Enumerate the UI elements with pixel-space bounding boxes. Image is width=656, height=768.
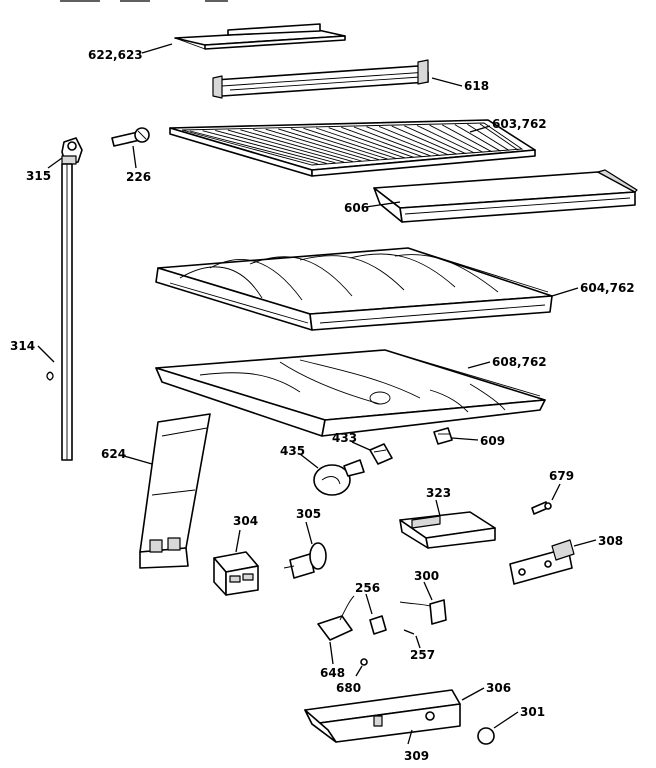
callout-604-762: 604,762 [580,281,635,295]
callout-301: 301 [520,705,545,719]
part-609-clip[interactable] [433,427,453,445]
callout-300: 300 [414,569,439,583]
part-624-bracket[interactable] [139,413,211,569]
shelf-wire [429,124,484,153]
part-306-control-housing[interactable] [304,689,461,743]
shelf-wire [366,126,440,156]
callout-257: 257 [410,648,435,662]
part-301-knob[interactable] [477,727,495,745]
callout-622-623: 622,623 [88,48,143,62]
callout-309: 309 [404,749,429,763]
callout-314: 314 [10,339,35,353]
callout-306: 306 [486,681,511,695]
part-314-rod[interactable] [61,163,73,461]
shelf-wire [479,123,519,151]
part-618-rail[interactable] [212,59,429,99]
shelf-wire [315,127,406,159]
callout-609: 609 [480,434,505,448]
shelf-wire [404,125,466,155]
callout-648: 648 [320,666,345,680]
shelf-wire [240,129,353,163]
callout-679: 679 [549,469,574,483]
part-603-762-wire-shelf[interactable] [169,119,536,177]
shelf-wire [441,124,493,153]
callout-624: 624 [101,447,126,461]
callout-305: 305 [296,507,321,521]
callout-304: 304 [233,514,258,528]
shelf-wire [215,129,336,164]
callout-435: 435 [280,444,305,458]
shelf-wire [467,123,510,151]
shelf-wire [252,129,362,162]
shelf-wire [202,130,327,164]
shelf-wire [303,127,397,159]
part-315-bracket[interactable] [61,137,83,166]
callout-433: 433 [332,431,357,445]
part-608-762-crisper-pan[interactable] [155,349,546,437]
part-308-plate[interactable] [509,539,575,585]
shelf-wire [290,128,388,160]
callout-618: 618 [464,79,489,93]
shelf-wire [454,124,501,152]
part-622-623-shelf-cover[interactable] [174,23,346,50]
callout-680: 680 [336,681,361,695]
callout-256: 256 [355,581,380,595]
shelf-wire [227,129,345,163]
part-604-762-crisper-cover[interactable] [155,247,553,331]
shelf-wire [416,125,475,154]
part-300-switch[interactable] [399,599,447,625]
shelf-wire [189,130,319,165]
callout-603-762: 603,762 [492,117,547,131]
shelf-wire [378,125,449,156]
shelf-wire [341,126,423,158]
shelf-wire [328,127,414,158]
part-256-relay[interactable] [369,615,387,635]
part-226-pin[interactable] [111,127,150,147]
callout-323: 323 [426,486,451,500]
callout-315: 315 [26,169,51,183]
shelf-wire [391,125,458,155]
shelf-wire [265,128,371,161]
callout-308: 308 [598,534,623,548]
callout-606: 606 [344,201,369,215]
shelf-wire [278,128,380,161]
part-305-thermostat[interactable] [283,542,327,579]
callout-226: 226 [126,170,151,184]
part-257-screw[interactable] [403,629,415,635]
part-606-drawer-front[interactable] [373,169,638,223]
part-323-bracket[interactable] [399,511,496,549]
part-680-screw[interactable] [360,658,368,666]
part-679-screw[interactable] [531,501,552,515]
callout-608-762: 608,762 [492,355,547,369]
part-433-socket[interactable] [369,443,393,465]
part-304-housing[interactable] [213,551,259,596]
shelf-wire [353,126,432,157]
part-435-bulb[interactable] [313,459,365,496]
part-648-motor[interactable] [317,595,355,641]
